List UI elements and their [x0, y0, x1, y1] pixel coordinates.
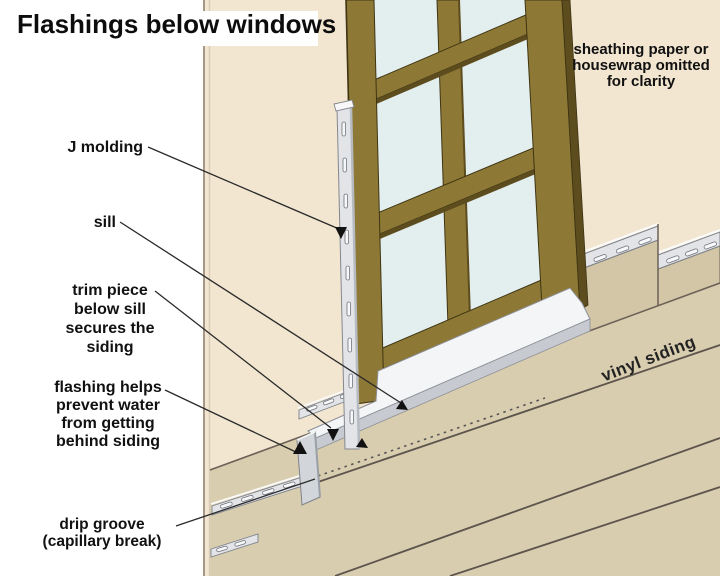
- arrow-sill: [396, 400, 408, 410]
- arrow-trim: [327, 429, 339, 441]
- hem-slots: [666, 241, 717, 264]
- course-line: [449, 486, 720, 576]
- leader-flashing: [164, 389, 299, 454]
- course-line: [314, 344, 720, 484]
- page-title: Flashings below windows: [17, 9, 337, 39]
- j-molding-cap: [333, 99, 355, 112]
- arrow-trim-2: [356, 438, 368, 448]
- leader-sill: [119, 221, 402, 404]
- leader-j-molding: [147, 146, 340, 230]
- label-j-molding: J molding: [67, 139, 143, 156]
- window: [345, 0, 589, 405]
- leader-lines: [119, 146, 402, 527]
- label-sill: sill: [93, 214, 116, 231]
- arrow-flashing: [293, 441, 307, 454]
- label-flashing: flashing helps prevent water from gettin…: [54, 379, 162, 450]
- title-box: [10, 11, 318, 46]
- arrow-j-molding: [335, 227, 347, 239]
- note-sheathing: sheathing paper or housewrap omitted for…: [572, 41, 710, 90]
- leader-trim: [154, 290, 332, 429]
- drip-groove-line: [317, 397, 546, 477]
- j-molding-slots: [341, 121, 354, 425]
- trim-piece-hem: [297, 387, 353, 420]
- j-molding: [333, 99, 361, 450]
- arrowheads: [293, 227, 408, 454]
- label-drip-groove: drip groove (capillary break): [42, 516, 162, 550]
- stile-right-side: [561, 0, 589, 311]
- course-line: [334, 437, 720, 576]
- leader-drip: [175, 478, 316, 527]
- label-trim-piece: trim piece below sill secures the siding: [65, 282, 155, 356]
- corner-hem: [210, 533, 259, 558]
